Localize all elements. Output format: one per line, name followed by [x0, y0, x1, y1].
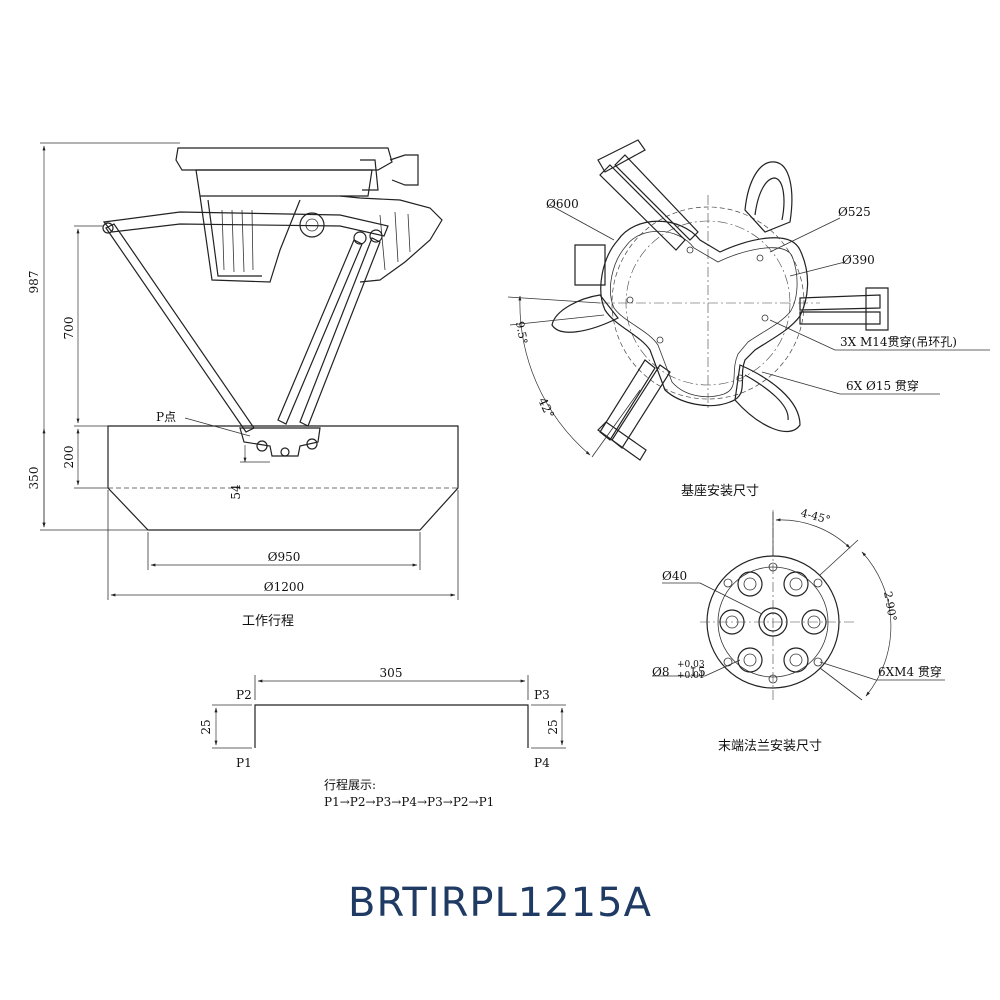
dia-525: Ø525 [838, 205, 871, 219]
base-outline [600, 220, 809, 407]
dim-305: 305 [380, 666, 403, 680]
dim-25-right: 25 [546, 719, 560, 734]
dia-950: Ø950 [268, 550, 301, 564]
model-title: BRTIRPL1215A [348, 880, 652, 926]
dim-25-left: 25 [199, 719, 213, 734]
workspace-envelope [107, 425, 459, 531]
side-view: 987 700 200 350 54 P点 Ø950 Ø1200 工作行程 [27, 142, 459, 629]
dim-350: 350 [27, 467, 41, 490]
depth-5: ↧5 [688, 665, 706, 679]
flange-view: 4-45° 2-90° Ø40 Ø8 +0.03 +0.01 ↧5 6XM4 贯… [652, 506, 945, 754]
base-view-caption: 基座安装尺寸 [681, 484, 759, 499]
hole-m14-label: 3X M14贯穿(吊环孔) [840, 334, 957, 349]
end-effector [239, 427, 321, 457]
dia-600: Ø600 [546, 197, 579, 211]
side-view-caption: 工作行程 [242, 614, 294, 629]
hole-m4-label: 6XM4 贯穿 [878, 664, 942, 679]
tol-upper: +0.03 [677, 660, 705, 670]
dim-700: 700 [62, 317, 76, 340]
path-view: 305 25 25 P2 P3 P1 P4 行程展示: P1→P2→P3→P4→… [199, 666, 566, 809]
path-sequence: P1→P2→P3→P4→P3→P2→P1 [324, 795, 494, 809]
angle-42: 42° [535, 395, 557, 420]
base-arms [597, 139, 889, 461]
hole-15-label: 6X Ø15 贯穿 [846, 378, 919, 393]
flange-view-caption: 末端法兰安装尺寸 [718, 739, 822, 754]
dim-200: 200 [62, 446, 76, 469]
dia-8: Ø8 [652, 665, 669, 679]
label-p3: P3 [534, 688, 550, 702]
dia-40: Ø40 [662, 569, 687, 583]
label-p4: P4 [534, 756, 550, 770]
angle-2x90: 2-90° [881, 590, 899, 622]
robot-arms [102, 222, 383, 433]
flange-holes [719, 562, 827, 684]
robot-base [102, 147, 443, 283]
label-p1: P1 [236, 756, 252, 770]
angle-9-5: 9.5° [513, 320, 530, 345]
dim-54: 54 [229, 484, 243, 500]
dia-390: Ø390 [842, 253, 875, 267]
p-point-label: P点 [156, 410, 176, 424]
tol-lower: +0.01 [677, 671, 705, 681]
dia-1200: Ø1200 [264, 580, 304, 594]
dim-987: 987 [27, 271, 41, 294]
base-view: Ø600 Ø525 Ø390 9.5° 42° 3X M14贯穿(吊环孔) 6X… [507, 139, 990, 499]
path-caption: 行程展示: [324, 777, 376, 792]
label-p2: P2 [236, 688, 252, 702]
motion-path [254, 704, 529, 748]
angle-4x45: 4-45° [799, 506, 832, 526]
